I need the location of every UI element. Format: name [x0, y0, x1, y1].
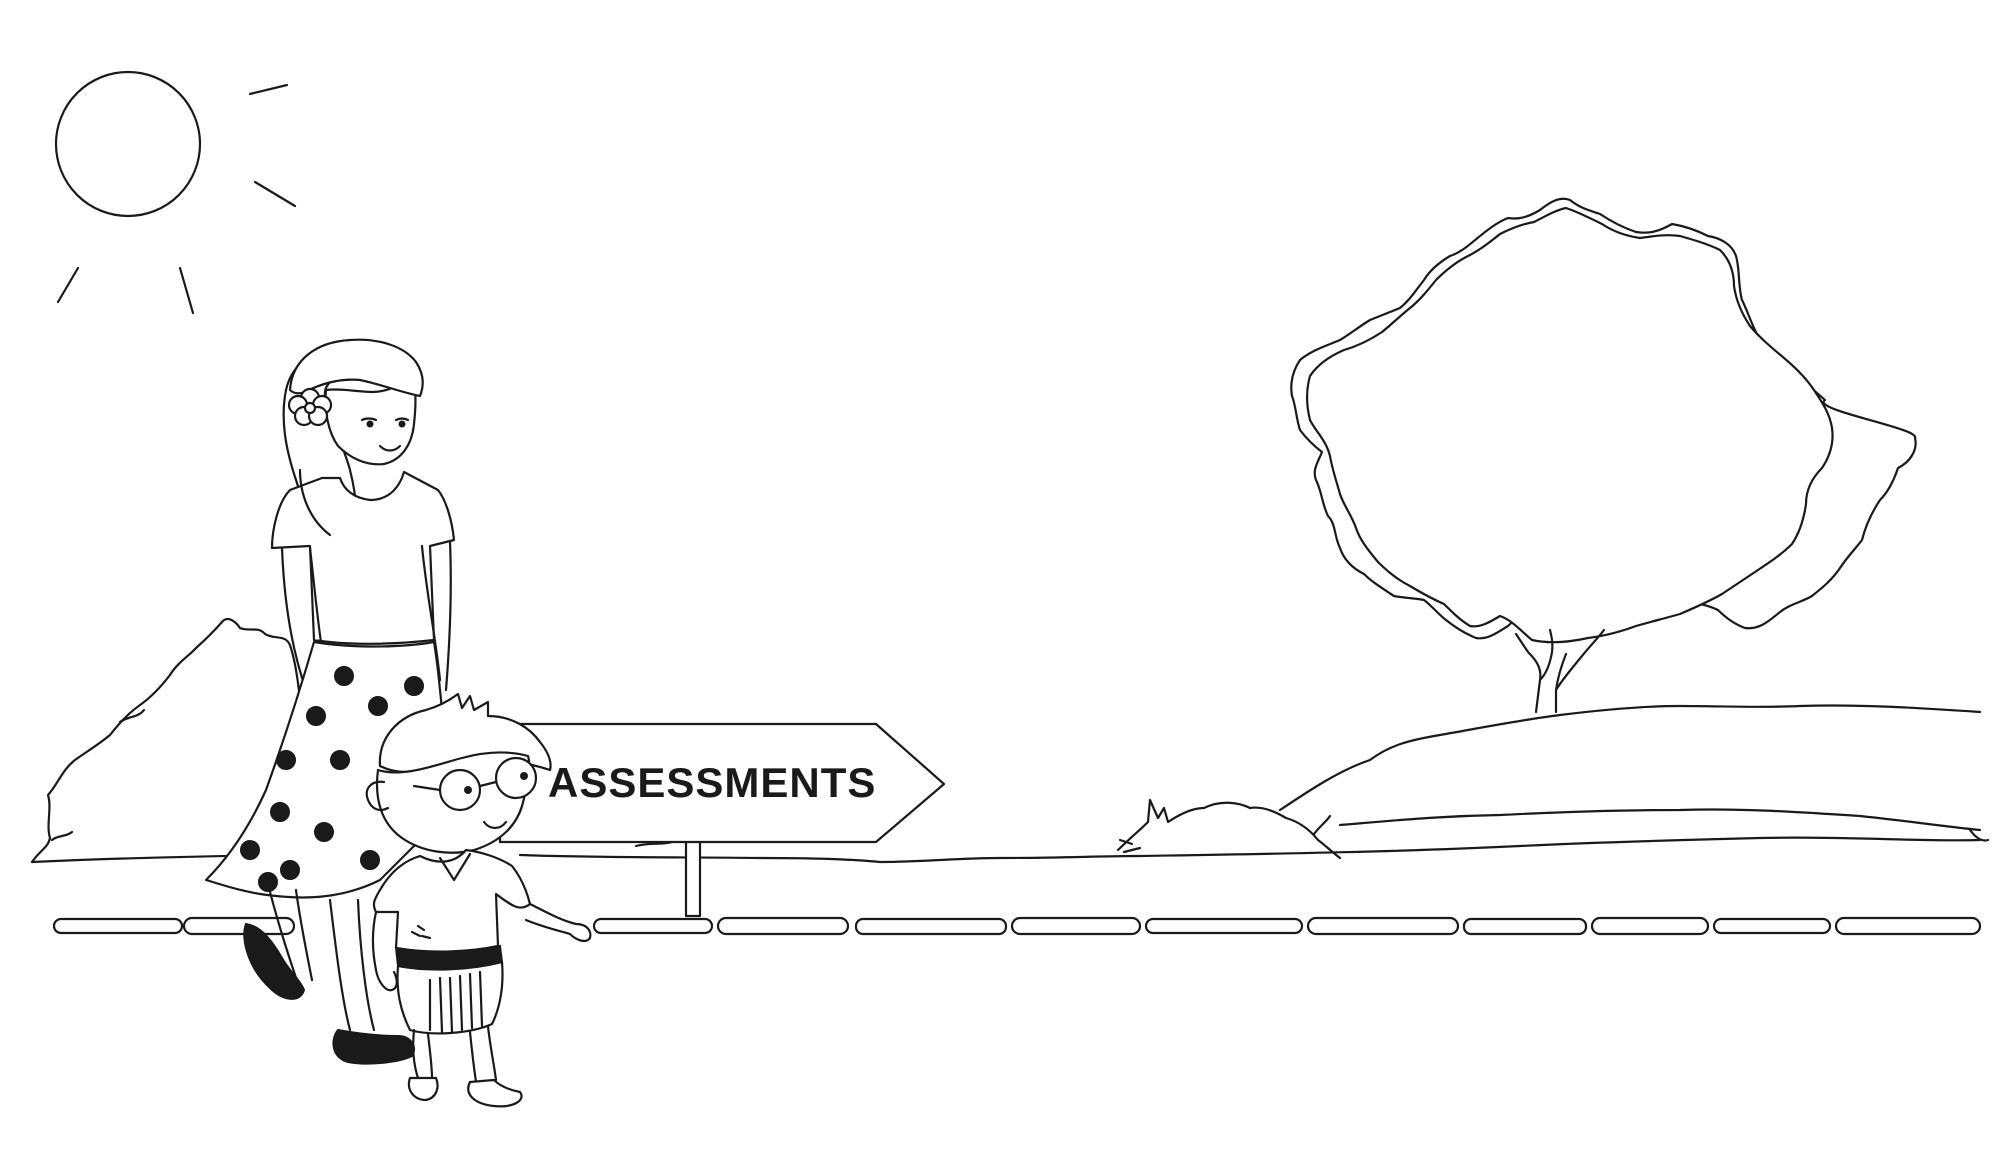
center-shrub — [1116, 798, 1342, 860]
woman-eye — [394, 417, 410, 422]
woman-pupil — [398, 420, 406, 428]
boy-glasses-lens — [494, 756, 538, 800]
hill-edge — [1312, 814, 1332, 836]
flower-icon — [287, 387, 333, 427]
boy-leg — [468, 1030, 478, 1084]
boy-shorts-stripes — [428, 970, 484, 1034]
skirt-polka-dots — [240, 666, 424, 892]
path-stone — [1462, 917, 1588, 936]
path-stone — [1834, 916, 1982, 936]
sun-ray — [253, 180, 297, 208]
boy-pupil — [464, 786, 472, 794]
boy-arm-left — [371, 910, 398, 992]
boy-shirt-print — [410, 924, 432, 940]
signpost-icon: ASSESSMENTS — [498, 722, 946, 918]
path-stone — [716, 916, 850, 936]
woman-leg-back — [294, 888, 314, 982]
path-stone — [592, 917, 714, 935]
flower-center — [303, 401, 317, 415]
tree-icon — [1290, 197, 1917, 714]
woman-eye — [360, 417, 378, 422]
boy-glasses-bridge — [478, 780, 498, 788]
sun-ray — [178, 266, 195, 315]
boy-leg — [486, 1024, 498, 1082]
sign-label: ASSESSMENTS — [548, 759, 876, 806]
sun-disc — [54, 70, 202, 218]
boy-leg — [412, 1028, 420, 1080]
path-stone — [1144, 917, 1304, 935]
hill-edge — [1968, 828, 1990, 842]
boy-shirt — [372, 848, 532, 953]
woman-shoe — [332, 1028, 416, 1065]
woman-shoe — [243, 922, 306, 1000]
bush-detail — [118, 708, 146, 724]
left-bush — [30, 618, 302, 864]
path-stone — [1590, 916, 1710, 936]
tree-canopy — [1290, 197, 1917, 640]
sun-icon — [54, 70, 297, 315]
woman-hair-strand — [298, 468, 332, 537]
sun-ray — [248, 83, 289, 96]
stone-path — [52, 916, 1982, 936]
woman-arm-right-outer — [444, 540, 452, 692]
boy-glasses-arm — [412, 784, 442, 792]
woman-leg-front — [356, 898, 376, 1032]
hill-contour — [1338, 808, 1982, 832]
woman-leg-front — [328, 898, 352, 1032]
horizon-line — [518, 853, 1142, 864]
sun-ray — [56, 266, 80, 304]
path-stone — [1306, 916, 1460, 936]
boy-figure — [365, 692, 592, 1108]
boy-leg — [426, 1032, 434, 1080]
boy-mouth — [482, 820, 508, 830]
boy-shoe — [407, 1076, 439, 1102]
bush-detail — [50, 830, 74, 842]
woman-figure — [204, 338, 456, 1065]
path-stone — [52, 917, 184, 935]
woman-hair-top — [288, 338, 424, 398]
boy-shoe — [467, 1078, 523, 1108]
boy-pupil — [520, 772, 528, 780]
path-stone — [1010, 916, 1142, 936]
woman-shirt — [270, 470, 456, 645]
right-hill — [1278, 704, 1982, 812]
tree-trunk — [1514, 628, 1606, 714]
path-stone — [182, 916, 296, 936]
woman-mouth — [378, 444, 402, 452]
boy-ear — [365, 780, 390, 811]
boy-glasses-lens — [438, 768, 482, 812]
path-stone — [854, 917, 1008, 936]
path-stone — [1712, 917, 1832, 935]
shrub-detail — [1118, 838, 1142, 854]
woman-pupil — [366, 420, 374, 428]
tree-canopy-fill — [1305, 206, 1834, 644]
boy-arm-right — [524, 902, 592, 943]
horizon-line — [1138, 836, 1982, 858]
boy-collar — [438, 852, 472, 882]
